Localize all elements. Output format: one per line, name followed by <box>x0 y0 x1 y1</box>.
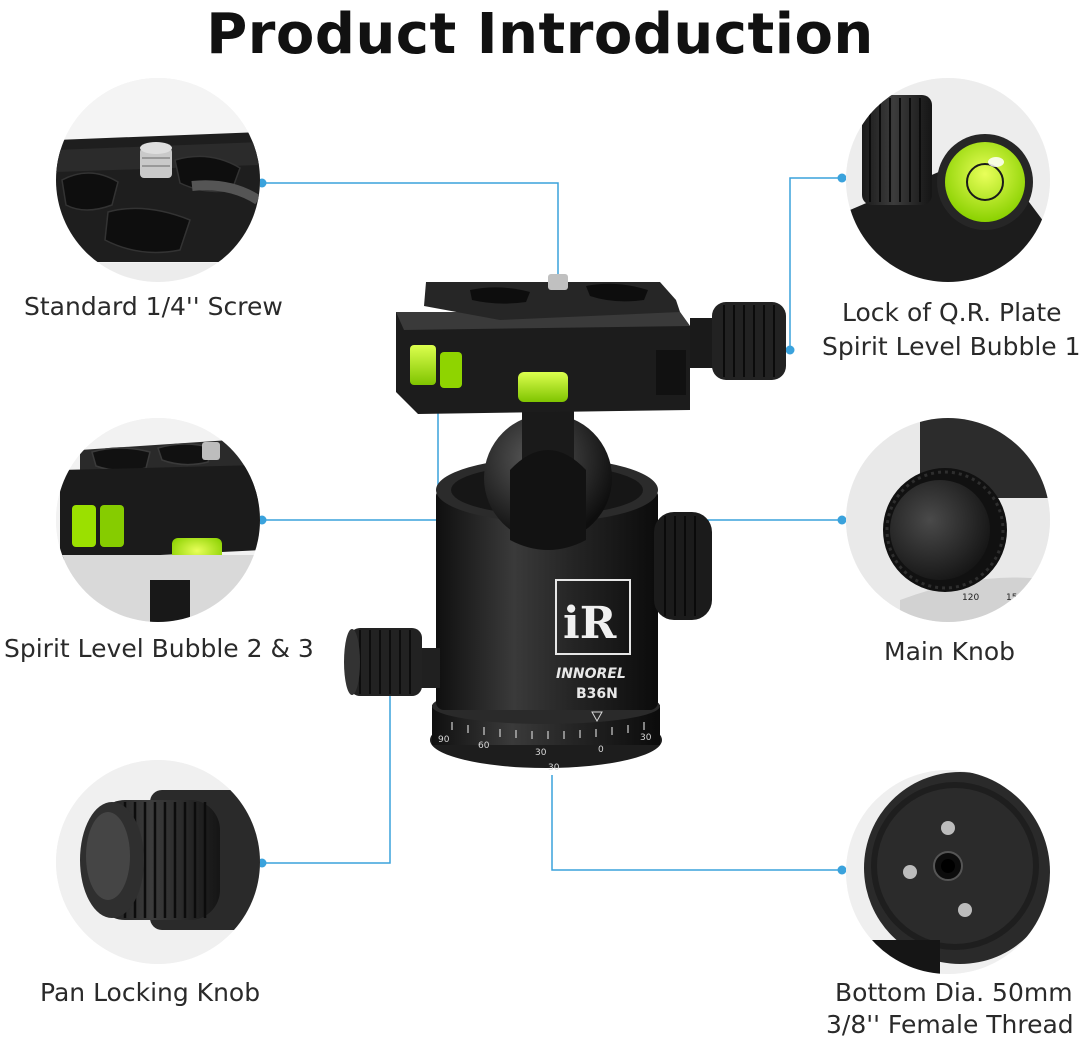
base-thread-closeup <box>846 770 1050 974</box>
brand-logo: iR INNOREL B36N <box>555 579 631 702</box>
dot-bottom <box>837 865 847 875</box>
label-standard-screw: Standard 1/4'' Screw <box>24 292 283 321</box>
knob-scale-15: 15 <box>1006 593 1017 603</box>
dot-lock-plate <box>837 173 847 183</box>
label-female-thread: 3/8'' Female Thread <box>826 1010 1074 1039</box>
leader-pan-knob <box>262 650 391 864</box>
brand-name: INNOREL <box>556 666 626 682</box>
dial-num-90: 90 <box>438 735 450 745</box>
page-title: Product Introduction <box>206 2 874 67</box>
dial-num-0: 0 <box>598 745 604 755</box>
clamp <box>396 312 690 414</box>
quick-release-plate <box>424 274 680 320</box>
pan-knob-closeup <box>56 760 260 964</box>
screw-closeup <box>56 78 260 282</box>
dot-lock-plate-end <box>785 345 795 355</box>
brand-mark: iR <box>563 598 617 649</box>
dial-num-30c: 30 <box>640 733 652 743</box>
model-name: B36N <box>576 686 618 702</box>
clamp-knob <box>690 302 786 380</box>
knob-closeup: 120 15 <box>846 418 1050 622</box>
label-lock-plate: Lock of Q.R. Plate <box>842 298 1062 327</box>
label-spirit-bubble-1: Spirit Level Bubble 1 <box>822 332 1080 361</box>
knob-scale-120: 120 <box>962 593 979 603</box>
label-pan-locking-knob: Pan Locking Knob <box>40 978 261 1007</box>
body-pan-knob <box>344 628 440 696</box>
bubble-level-closeup <box>846 78 1050 282</box>
label-bottom-dia: Bottom Dia. 50mm <box>835 978 1073 1007</box>
leader-bottom <box>551 775 842 871</box>
side-bubble-closeup <box>56 418 260 622</box>
dial-num-30b: 30 <box>548 763 560 773</box>
label-main-knob: Main Knob <box>884 637 1016 666</box>
dial-num-60: 60 <box>478 741 490 751</box>
dot-main-knob <box>837 515 847 525</box>
leader-lock-plate <box>789 177 842 350</box>
dial-num-30a: 30 <box>535 748 547 758</box>
body-main-knob <box>654 512 712 620</box>
label-spirit-bubble-23: Spirit Level Bubble 2 & 3 <box>4 634 314 663</box>
leader-screw <box>262 182 559 290</box>
